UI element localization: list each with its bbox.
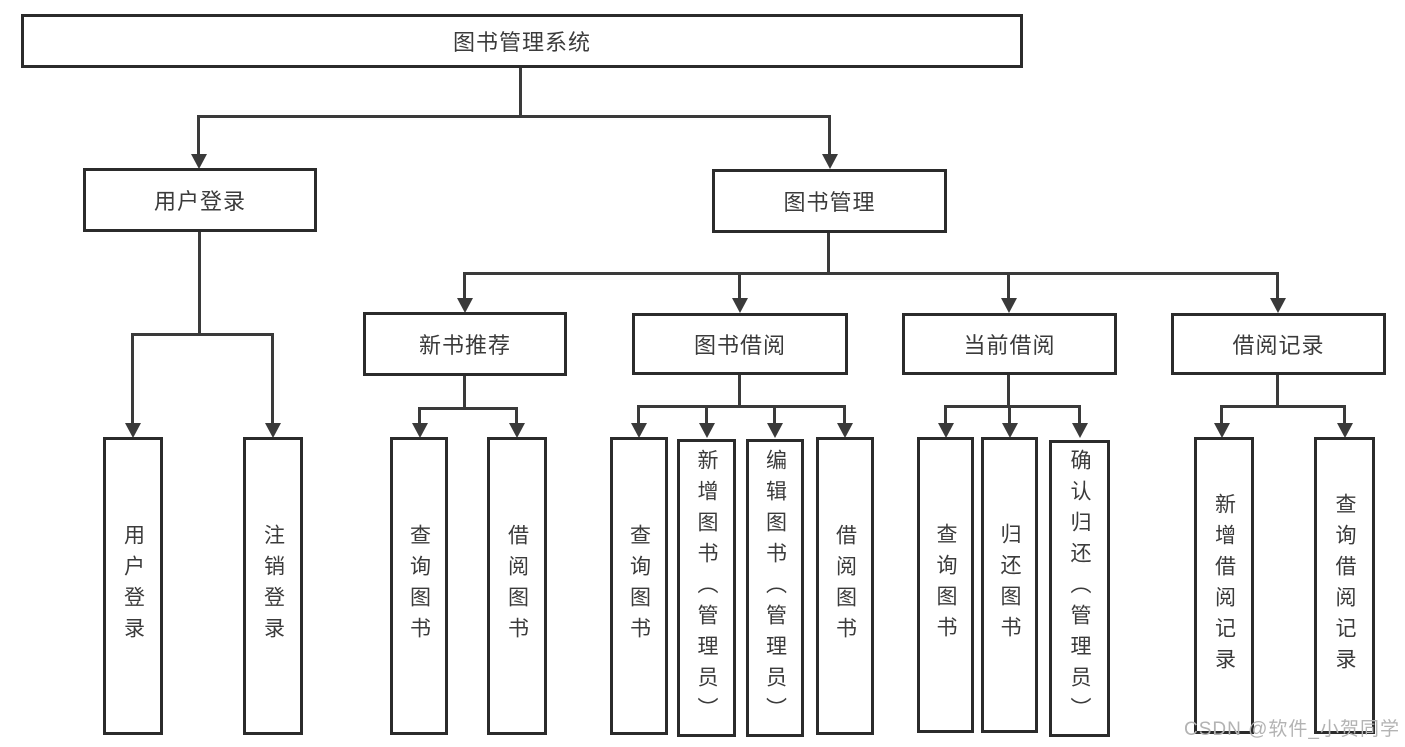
- connector-to-borrowing-borrow: [843, 405, 846, 424]
- connector-records-vertical: [1276, 373, 1279, 407]
- connector-root-vertical: [519, 66, 522, 117]
- node-current-return-books-label: 归还图书: [998, 523, 1021, 647]
- node-borrowing-borrow-books-label: 借阅图书: [833, 524, 857, 648]
- connector-to-login-group: [197, 115, 200, 155]
- node-login-group-label: 用户登录: [153, 189, 246, 214]
- arrow-down-icon: [509, 423, 525, 438]
- connector-to-current-confirm: [1078, 405, 1081, 424]
- connector-borrowing-vertical: [738, 373, 741, 407]
- arrow-down-icon: [837, 423, 853, 438]
- connector-to-book-management: [828, 115, 831, 155]
- node-records-query-record: 查询借阅记录: [1314, 437, 1375, 734]
- connector-to-user-login: [131, 333, 134, 424]
- arrow-down-icon: [1337, 423, 1353, 438]
- connector-current-horizontal: [944, 405, 1081, 408]
- arrow-down-icon: [631, 423, 647, 438]
- arrow-down-icon: [822, 154, 838, 169]
- node-records-query-record-label: 查询借阅记录: [1333, 492, 1356, 679]
- node-root: 图书管理系统: [21, 14, 1023, 68]
- node-book-borrowing-label: 图书借阅: [693, 333, 786, 358]
- node-current-query-books-label: 查询图书: [934, 523, 957, 647]
- node-borrowing-query-books-label: 查询图书: [627, 524, 651, 648]
- arrow-down-icon: [1001, 298, 1017, 313]
- node-current-confirm-return-admin-label: 确认归还（管理员）: [1068, 449, 1091, 728]
- connector-records-horizontal: [1220, 405, 1346, 408]
- connector-login-horizontal: [131, 333, 274, 336]
- node-user-login: 用户登录: [103, 437, 163, 735]
- connector-to-new-book-recommend: [463, 272, 466, 299]
- connector-login-vertical: [198, 230, 201, 335]
- connector-to-borrowing-records: [1276, 272, 1279, 299]
- node-current-confirm-return-admin: 确认归还（管理员）: [1049, 440, 1110, 737]
- node-new-book-recommend-label: 新书推荐: [418, 333, 511, 358]
- node-records-add-record: 新增借阅记录: [1194, 437, 1254, 734]
- arrow-down-icon: [125, 423, 141, 438]
- node-borrowing-add-books-admin: 新增图书（管理员）: [677, 439, 736, 737]
- arrow-down-icon: [1072, 423, 1088, 438]
- connector-to-records-add: [1220, 405, 1223, 424]
- node-user-login-label: 用户登录: [121, 524, 145, 648]
- node-recommend-query-books-label: 查询图书: [407, 524, 431, 648]
- connector-borrowing-horizontal: [637, 405, 846, 408]
- connector-recommend-vertical: [463, 374, 466, 409]
- connector-to-current-query: [944, 405, 947, 424]
- node-recommend-query-books: 查询图书: [390, 437, 448, 735]
- arrow-down-icon: [457, 298, 473, 313]
- connector-to-logout: [271, 333, 274, 424]
- node-logout-login-label: 注销登录: [261, 524, 285, 648]
- node-logout-login: 注销登录: [243, 437, 303, 735]
- connector-mgmt-vertical: [827, 231, 830, 274]
- node-records-add-record-label: 新增借阅记录: [1212, 492, 1236, 679]
- arrow-down-icon: [767, 423, 783, 438]
- connector-to-borrowing-edit: [773, 405, 776, 424]
- connector-current-vertical: [1007, 373, 1010, 407]
- connector-to-recommend-borrow: [515, 407, 518, 424]
- arrow-down-icon: [732, 298, 748, 313]
- node-borrowing-edit-books-admin: 编辑图书（管理员）: [746, 439, 804, 737]
- node-borrowing-records: 借阅记录: [1171, 313, 1386, 375]
- node-borrowing-query-books: 查询图书: [610, 437, 668, 735]
- connector-to-records-query: [1343, 405, 1346, 424]
- connector-to-current-borrowing: [1007, 272, 1010, 299]
- node-book-borrowing: 图书借阅: [632, 313, 848, 375]
- node-login-group: 用户登录: [83, 168, 317, 232]
- arrow-down-icon: [699, 423, 715, 438]
- arrow-down-icon: [938, 423, 954, 438]
- node-borrowing-add-books-admin-label: 新增图书（管理员）: [695, 448, 718, 728]
- connector-to-recommend-query: [418, 407, 421, 424]
- connector-root-horizontal: [197, 115, 831, 118]
- arrow-down-icon: [1002, 423, 1018, 438]
- connector-mgmt-horizontal: [463, 272, 1279, 275]
- node-recommend-borrow-books: 借阅图书: [487, 437, 547, 735]
- node-current-return-books: 归还图书: [981, 437, 1038, 733]
- node-current-borrowing-label: 当前借阅: [963, 333, 1056, 358]
- node-book-management: 图书管理: [712, 169, 947, 233]
- node-root-label: 图书管理系统: [452, 30, 591, 55]
- connector-to-borrowing-query: [637, 405, 640, 424]
- node-borrowing-records-label: 借阅记录: [1232, 333, 1325, 358]
- watermark: CSDN @软件_小贺同学: [1184, 719, 1400, 740]
- arrow-down-icon: [191, 154, 207, 169]
- node-borrowing-borrow-books: 借阅图书: [816, 437, 874, 735]
- node-recommend-borrow-books-label: 借阅图书: [505, 524, 529, 648]
- node-current-query-books: 查询图书: [917, 437, 974, 733]
- arrow-down-icon: [1270, 298, 1286, 313]
- arrow-down-icon: [265, 423, 281, 438]
- node-current-borrowing: 当前借阅: [902, 313, 1117, 375]
- node-new-book-recommend: 新书推荐: [363, 312, 567, 376]
- arrow-down-icon: [412, 423, 428, 438]
- arrow-down-icon: [1214, 423, 1230, 438]
- connector-to-borrowing-add: [705, 405, 708, 424]
- node-borrowing-edit-books-admin-label: 编辑图书（管理员）: [763, 448, 787, 728]
- connector-to-book-borrowing: [738, 272, 741, 299]
- node-book-management-label: 图书管理: [783, 190, 876, 215]
- connector-recommend-horizontal: [418, 407, 518, 410]
- connector-to-current-return: [1008, 405, 1011, 424]
